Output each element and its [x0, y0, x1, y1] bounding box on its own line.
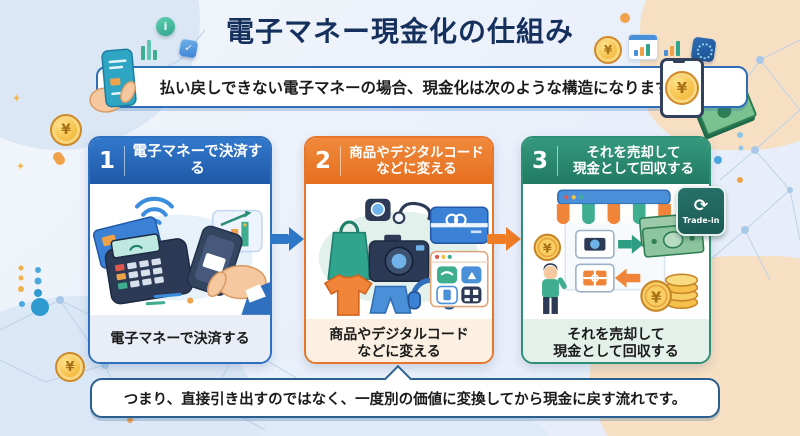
sell-arrow-right: [618, 234, 644, 254]
yen-coin-icon: ¥: [594, 36, 622, 64]
sparkle-icon: ✦: [16, 160, 26, 173]
motion-dashes: [145, 292, 194, 306]
candlestick-chart-icon: [141, 38, 157, 60]
step-3-number: 3: [531, 148, 548, 174]
refresh-icon: ⟳: [693, 195, 709, 216]
step-2-title-line1: 商品やデジタルコード: [349, 144, 484, 161]
yen-glyph: ¥: [61, 122, 71, 138]
step-2-title-line2: などに変える: [376, 161, 457, 177]
yen-glyph: ¥: [651, 289, 662, 306]
trade-in-badge: ⟳ Trade-in: [676, 186, 726, 236]
info-glyph: i: [163, 20, 168, 33]
action-camera-icon: [365, 198, 391, 221]
step-2-caption-line2: などに変える: [357, 344, 441, 361]
subtitle-banner: 払い戻しできない電子マネーの場合、現金化は次のような構造になります。: [96, 66, 748, 108]
trade-in-label: Trade-in: [682, 215, 720, 225]
step-3-title-line1: それを売却して: [586, 144, 681, 161]
phone-in-hand-icon: [186, 225, 270, 315]
gift-card-box-icon: [575, 263, 615, 293]
yen-glyph: ¥: [676, 79, 688, 97]
gift-card-icon: [429, 206, 489, 244]
step-3-title-line2: 現金として回収する: [572, 161, 695, 177]
conclusion-text: つまり、直接引き出すのではなく、一度別の価値に変換してから現金に戻す流れです。: [123, 391, 687, 408]
person-icon: [542, 263, 567, 314]
step-1-title: 電子マネーで決済する: [125, 144, 270, 179]
step-1-caption-text: 電子マネーで決済する: [110, 331, 250, 348]
step-1-title-text: 電子マネーで決済する: [132, 143, 263, 177]
step-3-caption-line2: 現金として回収する: [553, 344, 679, 361]
step-3-title: それを売却して 現金として回収する: [558, 145, 709, 177]
payment-terminal-icon: [104, 233, 194, 305]
step-2-caption-line1: 商品やデジタルコード: [329, 326, 469, 343]
yen-coin-icon: ¥: [50, 114, 82, 146]
step-2-caption: 商品やデジタルコード などに変える: [306, 319, 492, 362]
flow-arrow-2: [487, 227, 521, 251]
subtitle-text: 払い戻しできない電子マネーの場合、現金化は次のような構造になります。: [159, 79, 685, 97]
info-icon: i: [156, 17, 175, 36]
step-2-header: 2 商品やデジタルコード などに変える: [306, 138, 492, 184]
header-divider: [124, 146, 125, 176]
step-1-illustration: [90, 184, 270, 315]
goods-illustration: [318, 198, 489, 316]
bar-chart-icon: [664, 40, 682, 56]
phone-with-coin-illustration: ¥: [660, 58, 704, 118]
tshirt-icon: [323, 273, 373, 316]
step-3-caption-line1: それを売却して: [567, 326, 665, 343]
sparkle-icon: [243, 223, 247, 227]
yen-coin-icon: ¥: [665, 71, 699, 105]
yen-glyph: ¥: [65, 359, 75, 375]
step-1-number: 1: [98, 148, 115, 174]
coin-stack-icon: ¥: [640, 273, 699, 312]
step-2-illustration: [306, 184, 492, 320]
yen-glyph: ¥: [543, 241, 552, 256]
step-3-caption: それを売却して 現金として回収する: [523, 319, 709, 362]
step-2-title: 商品やデジタルコード などに変える: [341, 145, 492, 177]
step-1-header: 1 電子マネーで決済する: [90, 138, 270, 184]
app-store-window-icon: [429, 250, 489, 308]
flow-arrow-1: [270, 227, 304, 251]
earbuds-icon: [392, 201, 432, 225]
step-3-illustration: ¥ ¥: [523, 184, 709, 320]
step-2-number: 2: [314, 148, 331, 174]
sell-illustration: ¥ ¥: [533, 189, 705, 314]
camera-box-icon: [575, 229, 615, 259]
step-card-1: 1 電子マネーで決済する: [88, 136, 272, 364]
shorts-icon: [369, 285, 412, 314]
yen-coin-icon: ¥: [533, 233, 562, 262]
header-divider: [340, 146, 341, 176]
step-1-caption: 電子マネーで決済する: [90, 314, 270, 362]
browser-chart-icon: [628, 34, 658, 60]
hand-holding-phone-illustration: [84, 48, 144, 116]
step-card-2: 2 商品やデジタルコード などに変える: [304, 136, 494, 364]
step-3-header: 3 それを売却して 現金として回収する: [523, 138, 709, 184]
payment-illustration: [92, 196, 270, 315]
sparkle-icon: ✦: [12, 92, 22, 105]
header-divider: [557, 146, 558, 176]
step-card-3: 3 それを売却して 現金として回収する: [521, 136, 711, 364]
cash-arrow-left: [614, 268, 641, 288]
yen-glyph: ¥: [603, 43, 613, 57]
yen-coin-icon: ¥: [55, 352, 85, 382]
page-title: 電子マネー現金化の仕組み: [225, 15, 574, 48]
camera-icon: [368, 234, 430, 283]
